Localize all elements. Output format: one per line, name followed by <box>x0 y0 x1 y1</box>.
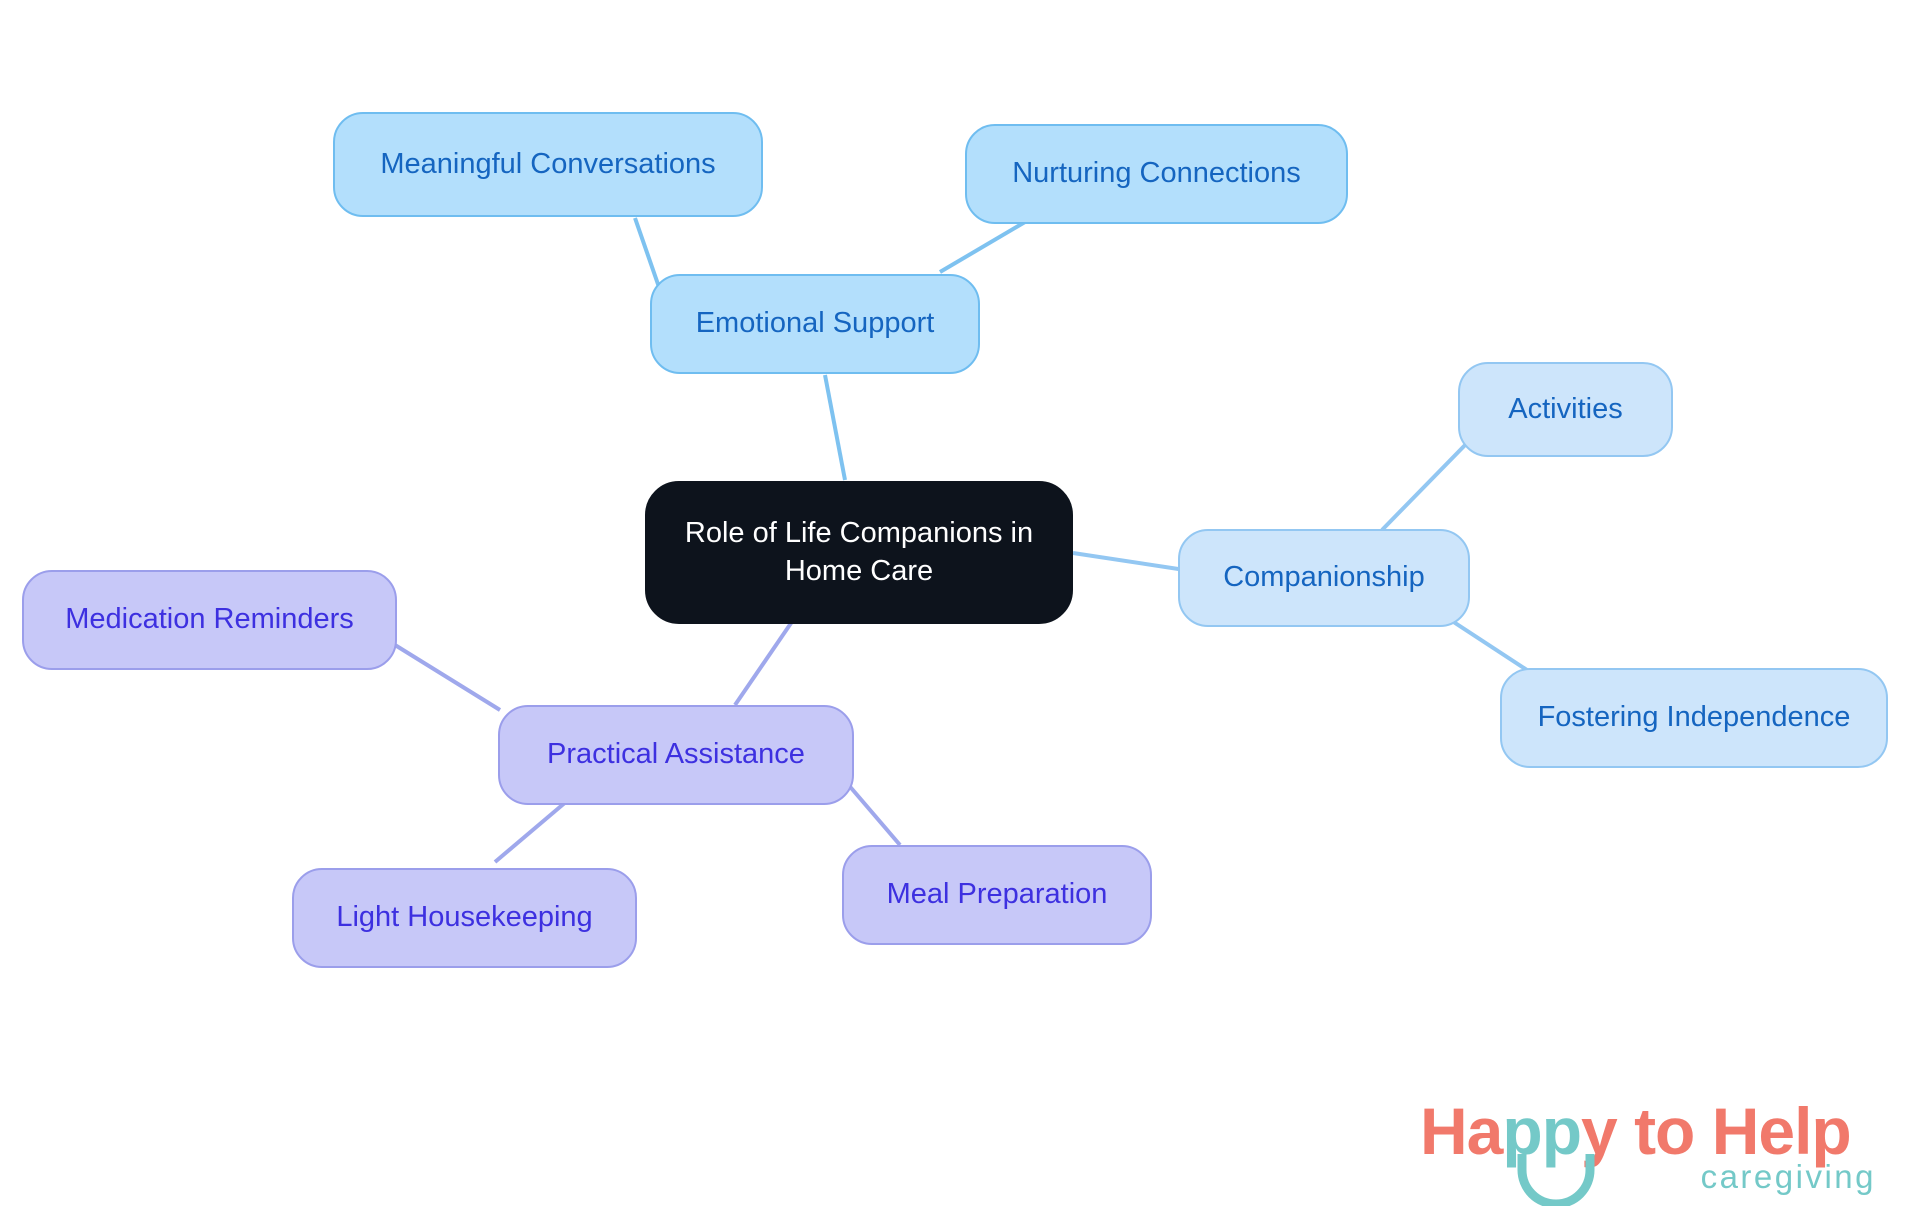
logo-tagline: caregiving <box>1700 1158 1876 1195</box>
node-label: Emotional Support <box>695 307 935 340</box>
node-fostering-independence[interactable]: Fostering Independence <box>1500 668 1888 768</box>
node-activities[interactable]: Activities <box>1458 362 1673 457</box>
node-label: Meaningful Conversations <box>380 147 716 180</box>
happy-to-help-logo: Happy to Help caregiving <box>1420 1098 1880 1206</box>
edge-emotional-support-nurturing-connections <box>938 220 1027 274</box>
node-label: Practical Assistance <box>547 738 805 771</box>
node-label: Nurturing Connections <box>1012 157 1301 190</box>
node-meal-preparation[interactable]: Meal Preparation <box>842 845 1152 945</box>
edge-emotional-support-meaningful-conversations <box>633 217 662 291</box>
edge-companionship-activities <box>1380 438 1472 532</box>
logo-wordmark: Happy to Help <box>1420 1098 1852 1164</box>
node-meaningful-conversations[interactable]: Meaningful Conversations <box>333 112 763 217</box>
edge-practical-assistance-medication-reminders <box>393 643 502 712</box>
logo-text-pp: pp <box>1502 1094 1582 1168</box>
logo-text-y: y <box>1581 1094 1618 1168</box>
node-label: Role of Life Companions in Home Care <box>684 517 1034 587</box>
node-companionship[interactable]: Companionship <box>1178 529 1470 627</box>
node-nurturing-connections[interactable]: Nurturing Connections <box>965 124 1348 224</box>
node-label: Light Housekeeping <box>336 901 593 934</box>
node-light-housekeeping[interactable]: Light Housekeeping <box>292 868 637 968</box>
logo-text-to-help: to Help <box>1616 1094 1852 1168</box>
node-label: Activities <box>1508 392 1623 425</box>
edge-root-practical-assistance <box>733 608 802 707</box>
node-emotional-support[interactable]: Emotional Support <box>650 274 980 374</box>
node-label: Fostering Independence <box>1537 701 1851 734</box>
node-root[interactable]: Role of Life Companions in Home Care <box>645 481 1073 624</box>
logo-text-ha: Ha <box>1420 1094 1503 1168</box>
smile-icon <box>1517 1154 1595 1206</box>
node-medication-reminders[interactable]: Medication Reminders <box>22 570 397 670</box>
node-label: Companionship <box>1223 561 1425 594</box>
edge-root-companionship <box>1072 551 1186 572</box>
edge-root-emotional-support <box>823 374 847 481</box>
node-label: Medication Reminders <box>65 603 354 636</box>
node-practical-assistance[interactable]: Practical Assistance <box>498 705 854 805</box>
node-label: Meal Preparation <box>886 878 1108 911</box>
